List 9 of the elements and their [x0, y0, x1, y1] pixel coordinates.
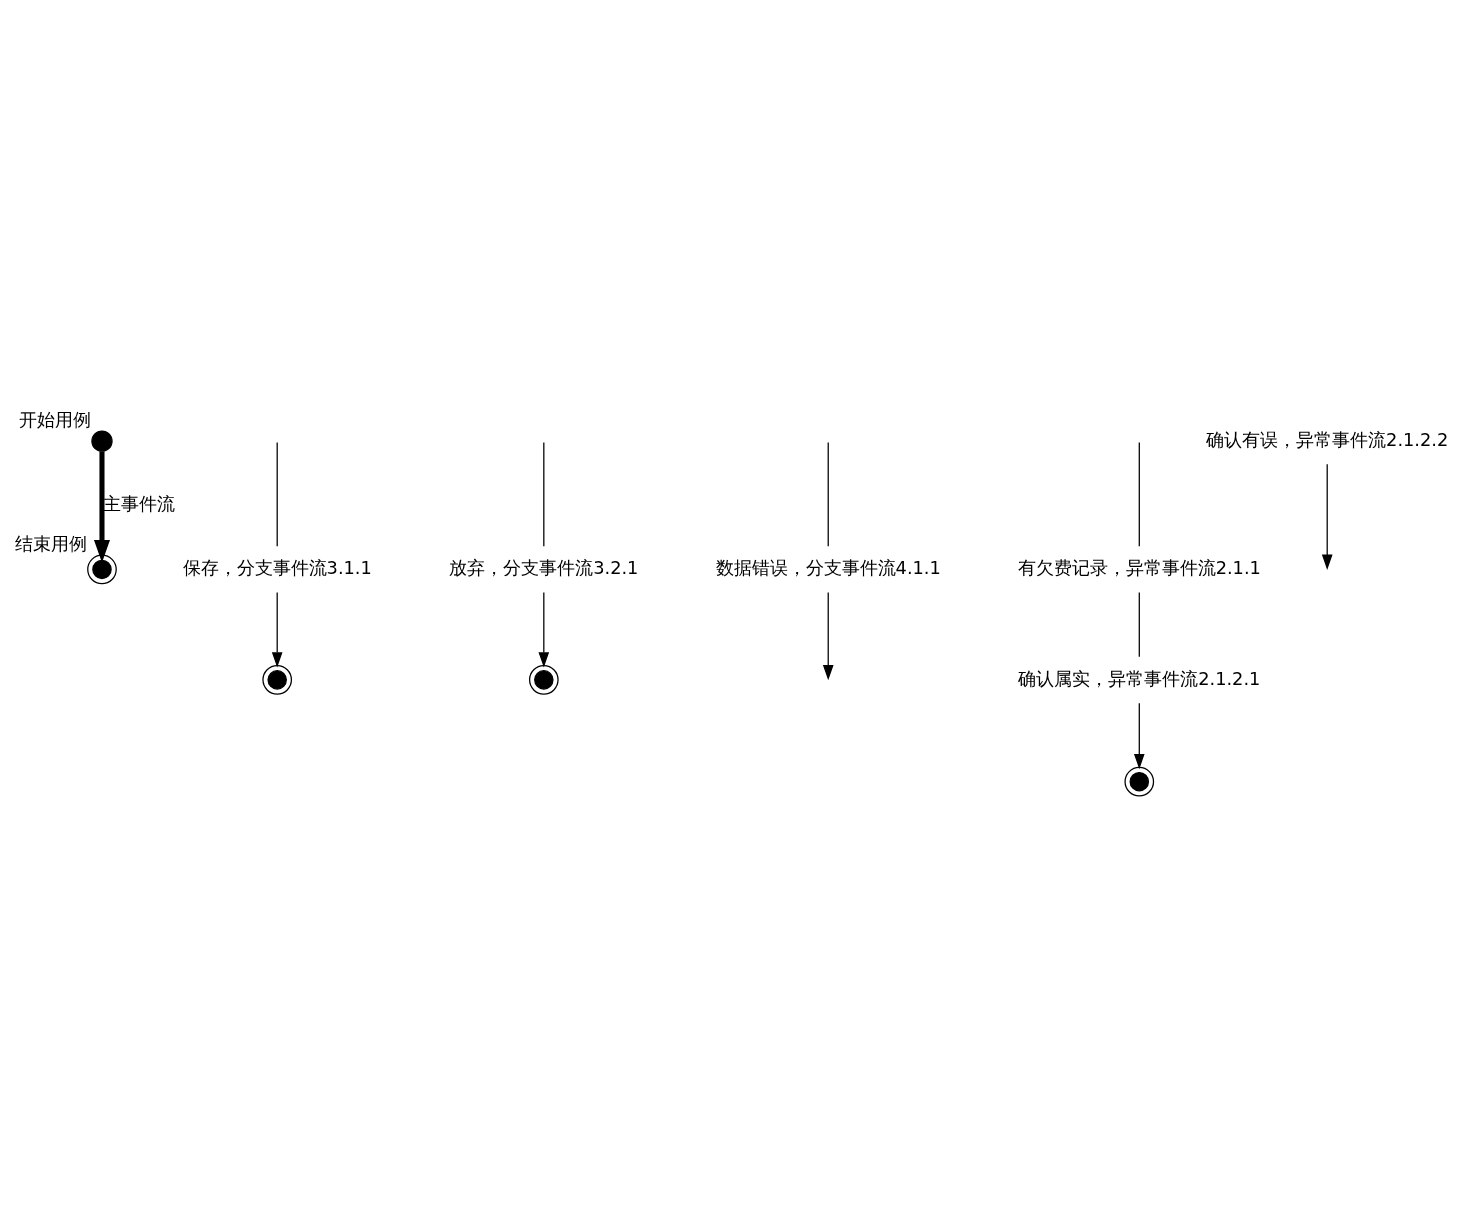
- node-text: 有欠费记录，异常事件流2.1.1: [1017, 557, 1261, 578]
- node-text: 放弃，分支事件流3.2.1: [449, 557, 639, 578]
- edge-label: 主事件流: [102, 493, 175, 514]
- node-text: 保存，分支事件流3.1.1: [182, 557, 372, 578]
- node-text: 确认属实，异常事件流2.1.2.1: [1018, 668, 1261, 689]
- node-text: 确认有误，异常事件流2.1.2.2: [1206, 429, 1449, 450]
- node-text: 数据错误，分支事件流4.1.1: [715, 557, 941, 578]
- node-label: 结束用例: [14, 533, 87, 554]
- node-label: 开始用例: [19, 409, 92, 430]
